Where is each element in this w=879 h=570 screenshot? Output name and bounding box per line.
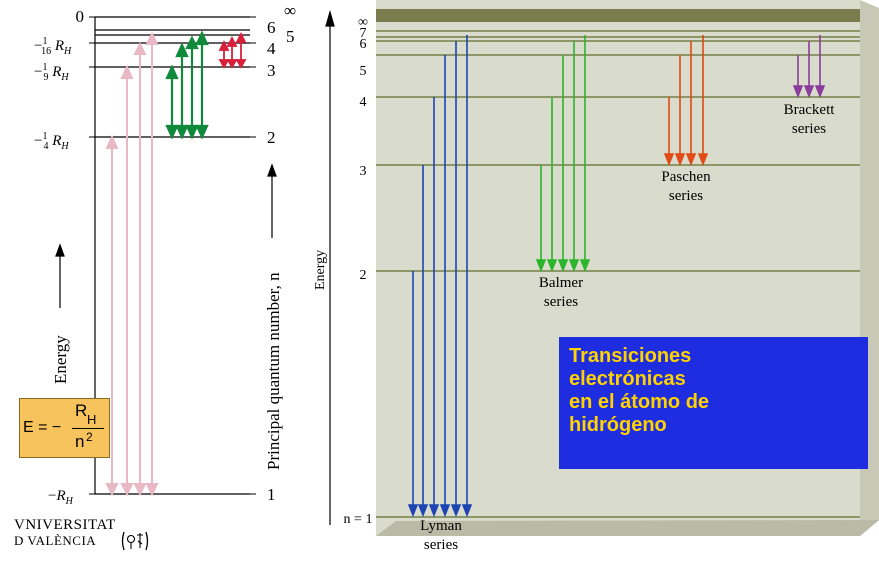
- energy-label-n1: −RH: [48, 488, 74, 507]
- lyman-arrows: [105, 31, 159, 497]
- balmer-label-2: series: [544, 294, 578, 310]
- balmer-label: Balmer: [539, 275, 583, 291]
- title-line-1: Transiciones: [569, 345, 692, 367]
- right-diagram-svg: Energy ∞ 7 6 5 4 3 2 n = 1: [300, 0, 879, 565]
- n-label-1: 1: [267, 485, 276, 504]
- logo-line1: VNIVERSITAT: [14, 517, 116, 533]
- lyman-label: Lyman: [420, 518, 462, 534]
- n-label-6: 6: [267, 18, 276, 37]
- formula-denominator-sup: 2: [86, 430, 93, 444]
- left-n-axis-label: Principal quantum number, n: [264, 272, 283, 470]
- right-energy-diagram: Energy ∞ 7 6 5 4 3 2 n = 1: [300, 0, 879, 565]
- right-energy-axis-label: Energy: [313, 250, 328, 290]
- title-box: Transiciones electrónicas en el átomo de…: [559, 337, 868, 469]
- formula-denominator: n: [75, 432, 85, 451]
- formula-numerator: R: [75, 401, 88, 420]
- right-level-lines: [376, 30, 860, 518]
- paschen-arrows: [218, 31, 247, 69]
- right-n-label-5: 5: [360, 64, 367, 79]
- title-line-4: hidrógeno: [569, 414, 667, 436]
- right-n-label-1: n = 1: [344, 512, 373, 527]
- n-label-5: 5: [286, 27, 295, 46]
- right-n-label-4: 4: [360, 95, 367, 110]
- n-label-2: 2: [267, 128, 276, 147]
- balmer-series-arrows: [535, 35, 591, 273]
- energy-label-zero: 0: [76, 7, 85, 26]
- paschen-label-2: series: [669, 188, 703, 204]
- title-line-2: electrónicas: [569, 368, 686, 390]
- right-n-label-3: 3: [360, 164, 367, 179]
- logo-emblem-icon: [121, 531, 149, 551]
- energy-formula-box: E = − R H n 2: [19, 398, 110, 458]
- lyman-series-arrows: [407, 35, 473, 518]
- n-label-4: 4: [267, 39, 276, 58]
- lyman-label-2: series: [424, 537, 458, 553]
- brackett-label-2: series: [792, 121, 826, 137]
- right-n-label-6: 6: [360, 37, 367, 52]
- right-n-label-2: 2: [360, 268, 367, 283]
- right-n-label-7: 7: [360, 26, 367, 41]
- right-n-label-inf: ∞: [358, 15, 368, 30]
- n-label-inf: ∞: [284, 1, 296, 20]
- logo-line2: D VALÈNCIA: [14, 533, 97, 548]
- university-logo: VNIVERSITAT D VALÈNCIA: [14, 517, 116, 549]
- balmer-arrows: [165, 30, 209, 140]
- formula-lhs: E = −: [23, 419, 62, 436]
- left-energy-axis-label: Energy: [51, 335, 70, 384]
- paschen-series-arrows: [663, 35, 709, 167]
- brackett-label: Brackett: [784, 102, 836, 118]
- brackett-series-arrows: [792, 35, 826, 99]
- paschen-label: Paschen: [661, 169, 711, 185]
- formula-numerator-sub: H: [87, 412, 97, 427]
- title-line-3: en el átomo de: [569, 391, 710, 413]
- n-label-3: 3: [267, 61, 276, 80]
